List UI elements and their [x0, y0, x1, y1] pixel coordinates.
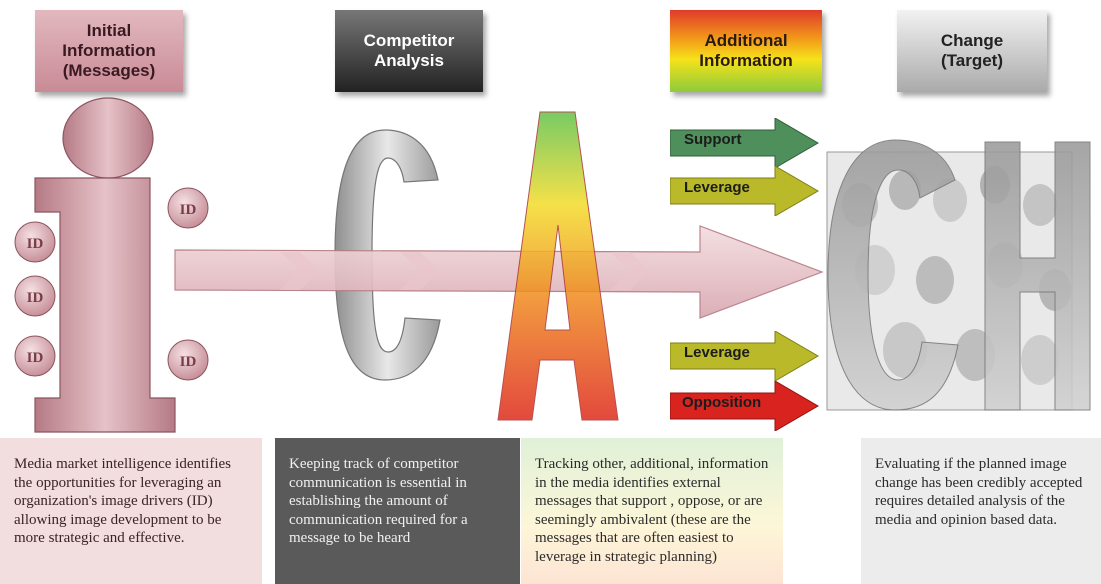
opposition-arrow-label: Opposition	[682, 394, 762, 411]
description-initial-information: Media market intelligence identifies the…	[0, 438, 262, 584]
svg-text:ID: ID	[27, 236, 44, 252]
id-badge-icon: ID	[14, 335, 56, 377]
header-competitor-analysis: Competitor Analysis	[335, 10, 483, 92]
ica-diagram-graphic: ID ID ID ID ID	[14, 97, 1091, 433]
leverage-arrow-top: Leverage	[670, 166, 820, 216]
letter-a-graphic	[497, 111, 619, 421]
image-driver-badges: ID ID ID ID ID	[14, 187, 209, 381]
id-badge-icon: ID	[167, 187, 209, 229]
svg-text:ID: ID	[27, 350, 44, 366]
leverage-arrow-bottom: Leverage	[670, 331, 820, 381]
svg-text:ID: ID	[180, 354, 197, 370]
letter-ch-graphic	[826, 139, 1091, 411]
header-change-target: Change (Target)	[897, 10, 1047, 92]
opposition-arrow: Opposition	[670, 381, 820, 431]
description-additional-information: Tracking other, additional, information …	[521, 438, 783, 584]
support-arrow-label: Support	[684, 131, 742, 148]
support-arrow: Support	[670, 118, 820, 168]
leverage-arrow-label: Leverage	[684, 344, 750, 361]
svg-text:ID: ID	[180, 202, 197, 218]
header-initial-information: Initial Information (Messages)	[35, 10, 183, 92]
main-flow-arrow	[174, 225, 824, 319]
description-competitor-analysis: Keeping track of competitor communicatio…	[275, 438, 520, 584]
description-change-target: Evaluating if the planned image change h…	[861, 438, 1101, 584]
id-badge-icon: ID	[167, 339, 209, 381]
letter-c-graphic	[334, 129, 441, 381]
id-badge-icon: ID	[14, 221, 56, 263]
svg-text:ID: ID	[27, 290, 44, 306]
header-additional-information: Additional Information	[670, 10, 822, 92]
letter-i-graphic	[34, 97, 176, 433]
id-badge-icon: ID	[14, 275, 56, 317]
leverage-arrow-label: Leverage	[684, 179, 750, 196]
